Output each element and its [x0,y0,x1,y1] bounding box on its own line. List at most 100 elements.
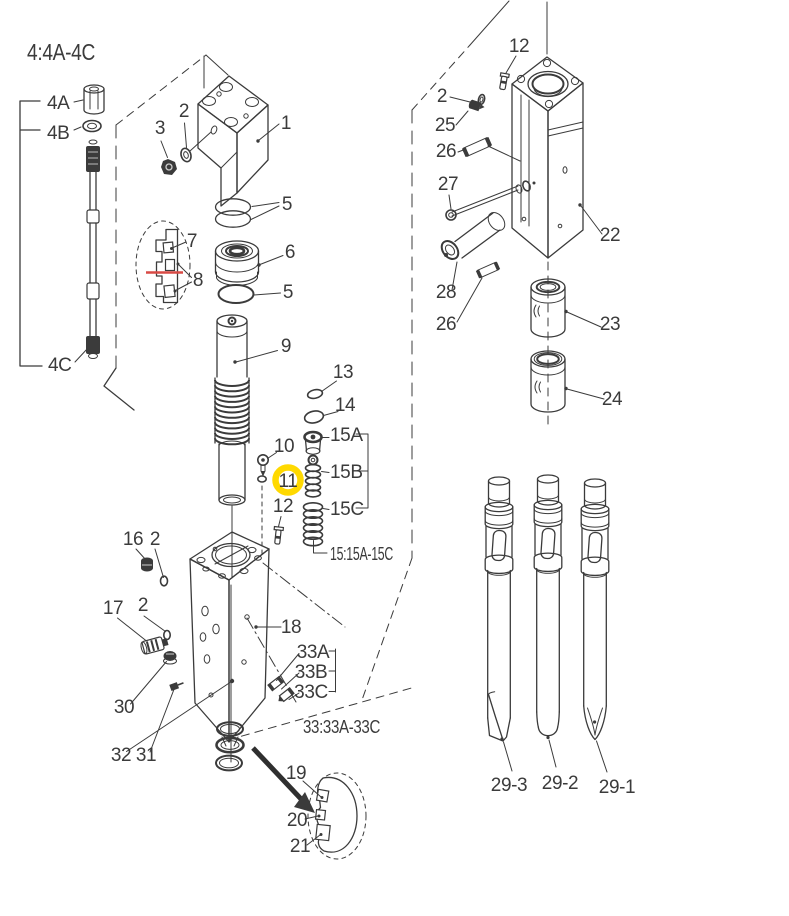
valve-part-10 [256,453,269,477]
label-10: 10 [274,436,294,457]
plug-part-16 [141,557,153,572]
label-2-topblock: 2 [179,101,189,122]
label-4b: 4B [47,123,69,144]
label-22: 22 [600,225,620,246]
bolt-part-31 [169,682,184,691]
pin-part-26-bottom [475,261,501,279]
seal-strip-detail-7-8: 7 8 [135,220,203,310]
pointer-arrow [251,746,304,802]
washer-part-2-right [477,93,486,106]
construction-lines [103,0,548,741]
screw-part-33-2 [278,687,295,703]
label-17: 17 [103,598,123,619]
plug-part-30 [163,651,177,665]
label-5-top: 5 [282,194,292,215]
label-31: 31 [136,745,156,766]
label-32: 32 [111,745,131,766]
spring-part-15c [302,501,324,547]
rod-part-4c [86,139,100,359]
ring-and-seal-stack: 5 6 5 [214,194,295,304]
block1-right-face [236,104,269,194]
label-7: 7 [187,231,197,252]
body-bottom-rings [215,721,245,772]
block1-left-face [197,103,238,207]
group-title-15: 15:15A-15C [330,544,393,564]
label-1: 1 [281,113,291,134]
label-16: 16 [123,529,143,550]
main-body-assembly: 18 16 2 17 2 30 [103,529,381,772]
label-15a: 15A [330,425,363,446]
label-3: 3 [155,118,165,139]
chisel-part-29-3 [484,476,514,772]
label-27: 27 [438,174,458,195]
oring-part-2a [159,575,169,587]
label-5-bottom: 5 [283,282,293,303]
oring-part-13 [306,388,324,400]
label-15c: 15C [330,499,364,520]
label-28: 28 [436,282,456,303]
ring-part-5-top [214,198,252,228]
oring-part-14 [303,410,325,424]
bracket-4 [19,100,43,367]
group-title-33: 33:33A-33C [303,717,380,737]
block22-left-face [511,83,549,259]
label-12-right: 12 [509,36,529,57]
highlight-circle-part-11 [272,464,304,496]
washer-part-4b [82,119,102,133]
group-title-4: 4:4A-4C [27,39,95,65]
body-left-face [189,558,230,743]
label-4a: 4A [47,93,70,114]
label-30: 30 [114,697,134,718]
oring-part-5-bottom [217,284,255,304]
bushing-part-23 [530,278,566,338]
screw-part-33-1 [267,675,285,692]
bracket-15 [355,433,369,509]
bracket-33 [328,648,336,693]
piston-part-9: 9 [214,314,291,579]
label-33c: 33C [294,682,328,703]
label-15b: 15B [330,462,363,483]
label-23: 23 [600,314,620,335]
label-29-1: 29-1 [599,777,635,798]
label-2-16: 2 [150,529,160,550]
label-11: 11 [279,471,298,492]
spool-part-28 [440,212,506,260]
label-24: 24 [602,389,623,410]
oring-part-11 [256,475,267,483]
tie-rod-assembly: 4:4A-4C 4A 4B 4C [19,39,105,376]
label-25: 25 [435,115,455,136]
label-19: 19 [286,763,306,784]
label-29-2: 29-2 [542,773,578,794]
pin-part-26-top [461,136,493,158]
label-13: 13 [333,362,353,383]
seal-part-6 [214,240,260,286]
valve-part-15b [304,454,322,498]
seal-strip [155,228,179,304]
label-12-left: 12 [273,496,293,517]
oring-part-2b [163,629,172,641]
label-26-bottom: 26 [436,314,456,335]
label-33b: 33B [295,662,328,683]
label-21: 21 [290,836,310,857]
chisel-tools-group: 29-3 29-2 [484,474,636,798]
label-33a: 33A [297,642,330,663]
plug-part-3 [161,159,177,175]
label-14: 14 [335,395,356,416]
label-2-right: 2 [437,86,447,107]
pin-part-12-right [499,72,510,91]
block22-right-face [547,82,584,259]
bushing-part-24 [530,350,566,413]
top-cap-assembly: 1 2 3 [155,75,291,207]
chisel-part-29-1 [580,478,610,773]
label-6: 6 [285,242,295,263]
fitting-part-17 [140,636,169,655]
label-8: 8 [193,270,203,291]
label-29-3: 29-3 [491,775,527,796]
label-18: 18 [281,617,301,638]
bottom-seal-detail: 19 20 21 [251,746,367,860]
label-20: 20 [287,810,307,831]
needle-rod [451,185,519,217]
label-4c: 4C [48,355,72,376]
